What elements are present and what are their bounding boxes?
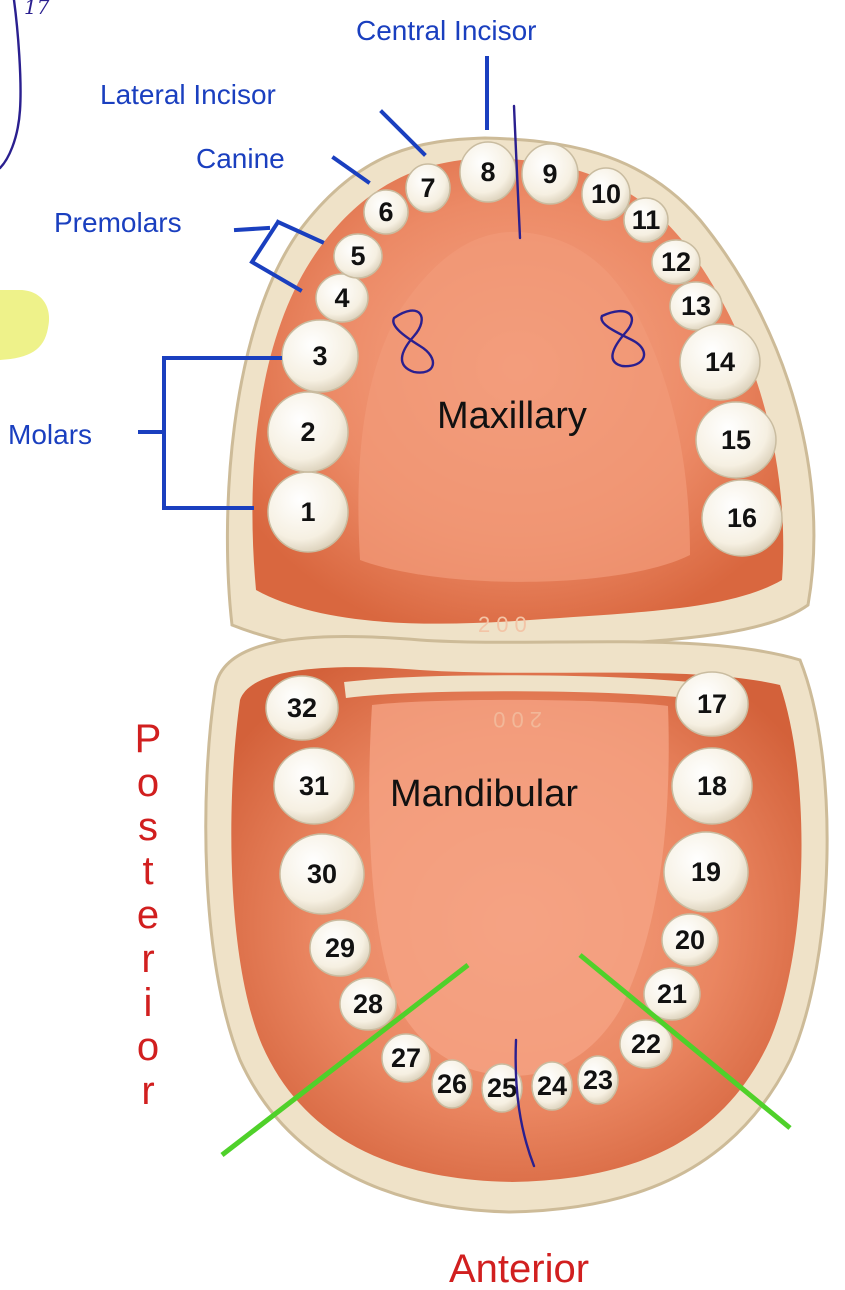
lateral-incisor-leader xyxy=(382,112,424,154)
tooth-10: 10 xyxy=(582,168,630,220)
tooth-number: 22 xyxy=(631,1029,661,1059)
posterior-letter: o xyxy=(137,761,159,805)
tooth-number: 3 xyxy=(312,341,327,371)
tooth-18: 18 xyxy=(672,748,752,824)
tooth-number: 6 xyxy=(378,197,393,227)
tooth-9: 9 xyxy=(522,144,578,204)
tooth-3: 3 xyxy=(282,320,358,392)
tooth-7: 7 xyxy=(406,164,450,212)
tooth-number: 10 xyxy=(591,179,621,209)
premolars-label: Premolars xyxy=(54,207,182,238)
tooth-number: 21 xyxy=(657,979,687,1009)
tooth-17: 17 xyxy=(676,672,748,736)
tooth-number: 32 xyxy=(287,693,317,723)
tooth-number: 16 xyxy=(727,503,757,533)
tooth-number: 7 xyxy=(420,173,435,203)
tooth-number: 27 xyxy=(391,1043,421,1073)
tooth-1: 1 xyxy=(268,472,348,552)
tooth-number: 23 xyxy=(583,1065,613,1095)
central-incisor-label: Central Incisor xyxy=(356,15,537,46)
tooth-number: 12 xyxy=(661,247,691,277)
tooth-27: 27 xyxy=(382,1034,430,1082)
molars-label: Molars xyxy=(8,419,92,450)
mandibular-label: Mandibular xyxy=(390,773,578,815)
tooth-2: 2 xyxy=(268,392,348,472)
tooth-5: 5 xyxy=(334,234,382,278)
tooth-number: 14 xyxy=(705,347,735,377)
posterior-letter: s xyxy=(138,805,158,849)
maxillary-label: Maxillary xyxy=(437,395,587,437)
tooth-number: 25 xyxy=(487,1073,517,1103)
tooth-number: 18 xyxy=(697,771,727,801)
tooth-number: 28 xyxy=(353,989,383,1019)
tooth-15: 15 xyxy=(696,402,776,478)
tooth-16: 16 xyxy=(702,480,782,556)
tooth-number: 24 xyxy=(537,1071,567,1101)
tooth-number: 9 xyxy=(542,159,557,189)
tooth-8: 8 xyxy=(460,142,516,202)
posterior-letter: o xyxy=(137,1025,159,1069)
posterior-letter: e xyxy=(137,893,159,937)
tooth-29: 29 xyxy=(310,920,370,976)
tooth-11: 11 xyxy=(624,198,668,242)
lower-inner-rim xyxy=(345,683,690,690)
tooth-28: 28 xyxy=(340,978,396,1030)
premolars-leader-stem xyxy=(236,228,268,230)
tooth-12: 12 xyxy=(652,240,700,284)
corner-annotation: 17 xyxy=(0,0,50,168)
tooth-number: 1 xyxy=(300,497,315,527)
tooth-20: 20 xyxy=(662,914,718,966)
posterior-letter: t xyxy=(142,849,153,893)
tooth-number: 15 xyxy=(721,425,751,455)
posterior-letter: P xyxy=(135,717,162,761)
corner-scribble-text: 17 xyxy=(24,0,50,19)
tooth-number: 31 xyxy=(299,771,329,801)
tooth-number: 20 xyxy=(675,925,705,955)
tooth-number: 8 xyxy=(480,157,495,187)
upper-model-stamp: 200 xyxy=(478,612,533,637)
tooth-number: 29 xyxy=(325,933,355,963)
lower-model-stamp: 200 xyxy=(487,707,542,732)
posterior-letter: r xyxy=(141,937,154,981)
tooth-number: 30 xyxy=(307,859,337,889)
lateral-incisor-label: Lateral Incisor xyxy=(100,79,276,110)
anterior-label: Anterior xyxy=(449,1247,589,1290)
tooth-13: 13 xyxy=(670,282,722,330)
tooth-number: 13 xyxy=(681,291,711,321)
tooth-32: 32 xyxy=(266,676,338,740)
tooth-number: 5 xyxy=(350,241,365,271)
tooth-number: 2 xyxy=(300,417,315,447)
highlighter-mark xyxy=(0,290,49,360)
tooth-number: 17 xyxy=(697,689,727,719)
tooth-30: 30 xyxy=(280,834,364,914)
tooth-4: 4 xyxy=(316,274,368,322)
posterior-letter: i xyxy=(144,981,153,1025)
tooth-19: 19 xyxy=(664,832,748,912)
tooth-24: 24 xyxy=(532,1062,572,1110)
tooth-number: 19 xyxy=(691,857,721,887)
tooth-number: 4 xyxy=(334,283,349,313)
tooth-number: 26 xyxy=(437,1069,467,1099)
canine-label: Canine xyxy=(196,143,285,174)
tooth-6: 6 xyxy=(364,190,408,234)
posterior-letter: r xyxy=(141,1069,154,1113)
tooth-26: 26 xyxy=(432,1060,472,1108)
tooth-number: 11 xyxy=(632,205,661,235)
tooth-23: 23 xyxy=(578,1056,618,1104)
tooth-14: 14 xyxy=(680,324,760,400)
tooth-31: 31 xyxy=(274,748,354,824)
